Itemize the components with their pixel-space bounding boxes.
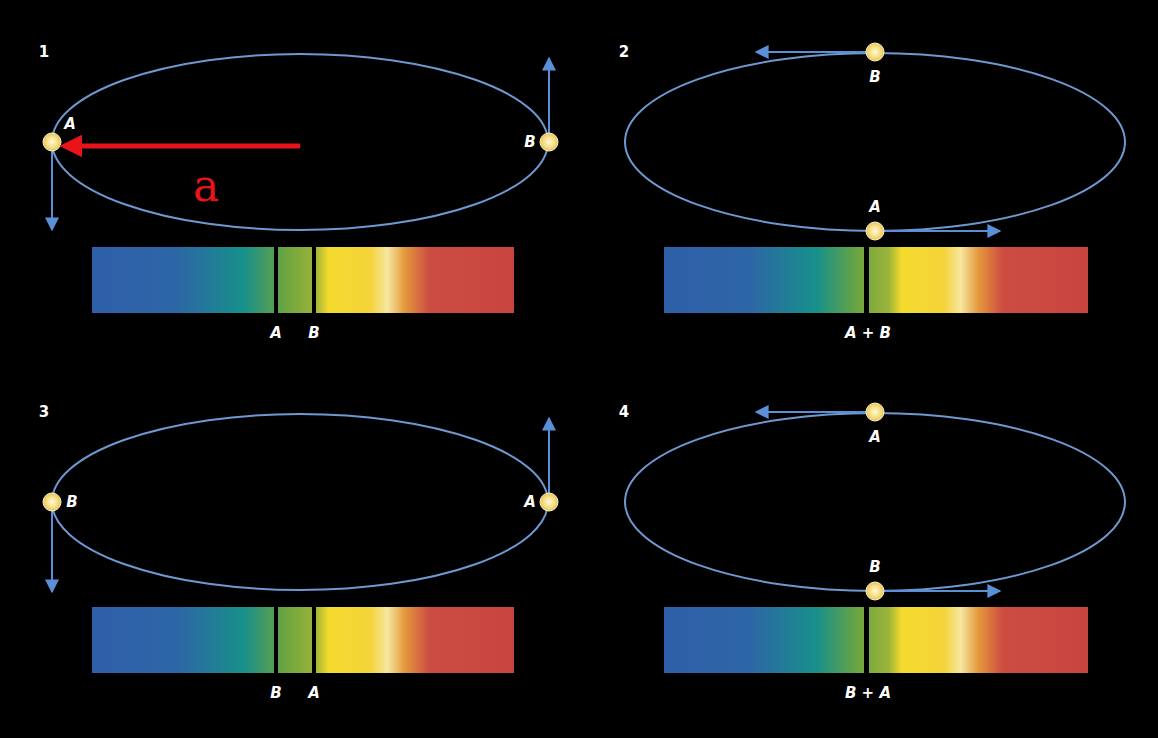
star-label: A [869, 430, 881, 445]
line-label: A [270, 326, 282, 341]
line-label: B + A [845, 686, 891, 701]
spectral-line [274, 247, 869, 673]
panel-number: 4 [619, 405, 629, 420]
star-label: B [524, 135, 535, 150]
orbit-ellipse [52, 53, 1125, 591]
panel-number: 1 [39, 45, 49, 60]
star-label: B [66, 495, 77, 510]
line-label: B [308, 326, 319, 341]
panel-number: 2 [619, 45, 629, 60]
line-label: A + B [845, 326, 891, 341]
spectrum-bar [92, 247, 1088, 673]
star-label: B [869, 560, 880, 575]
star-label: A [64, 117, 76, 132]
star-label: B [869, 70, 880, 85]
star-dot [43, 43, 884, 600]
panel-number: 3 [39, 405, 49, 420]
line-label: A [308, 686, 320, 701]
star-label: A [524, 495, 536, 510]
annotation-arrow [64, 144, 300, 149]
line-label: B [270, 686, 281, 701]
annotation-letter: a [193, 164, 219, 208]
star-label: A [869, 200, 881, 215]
velocity-arrow [52, 52, 1000, 592]
